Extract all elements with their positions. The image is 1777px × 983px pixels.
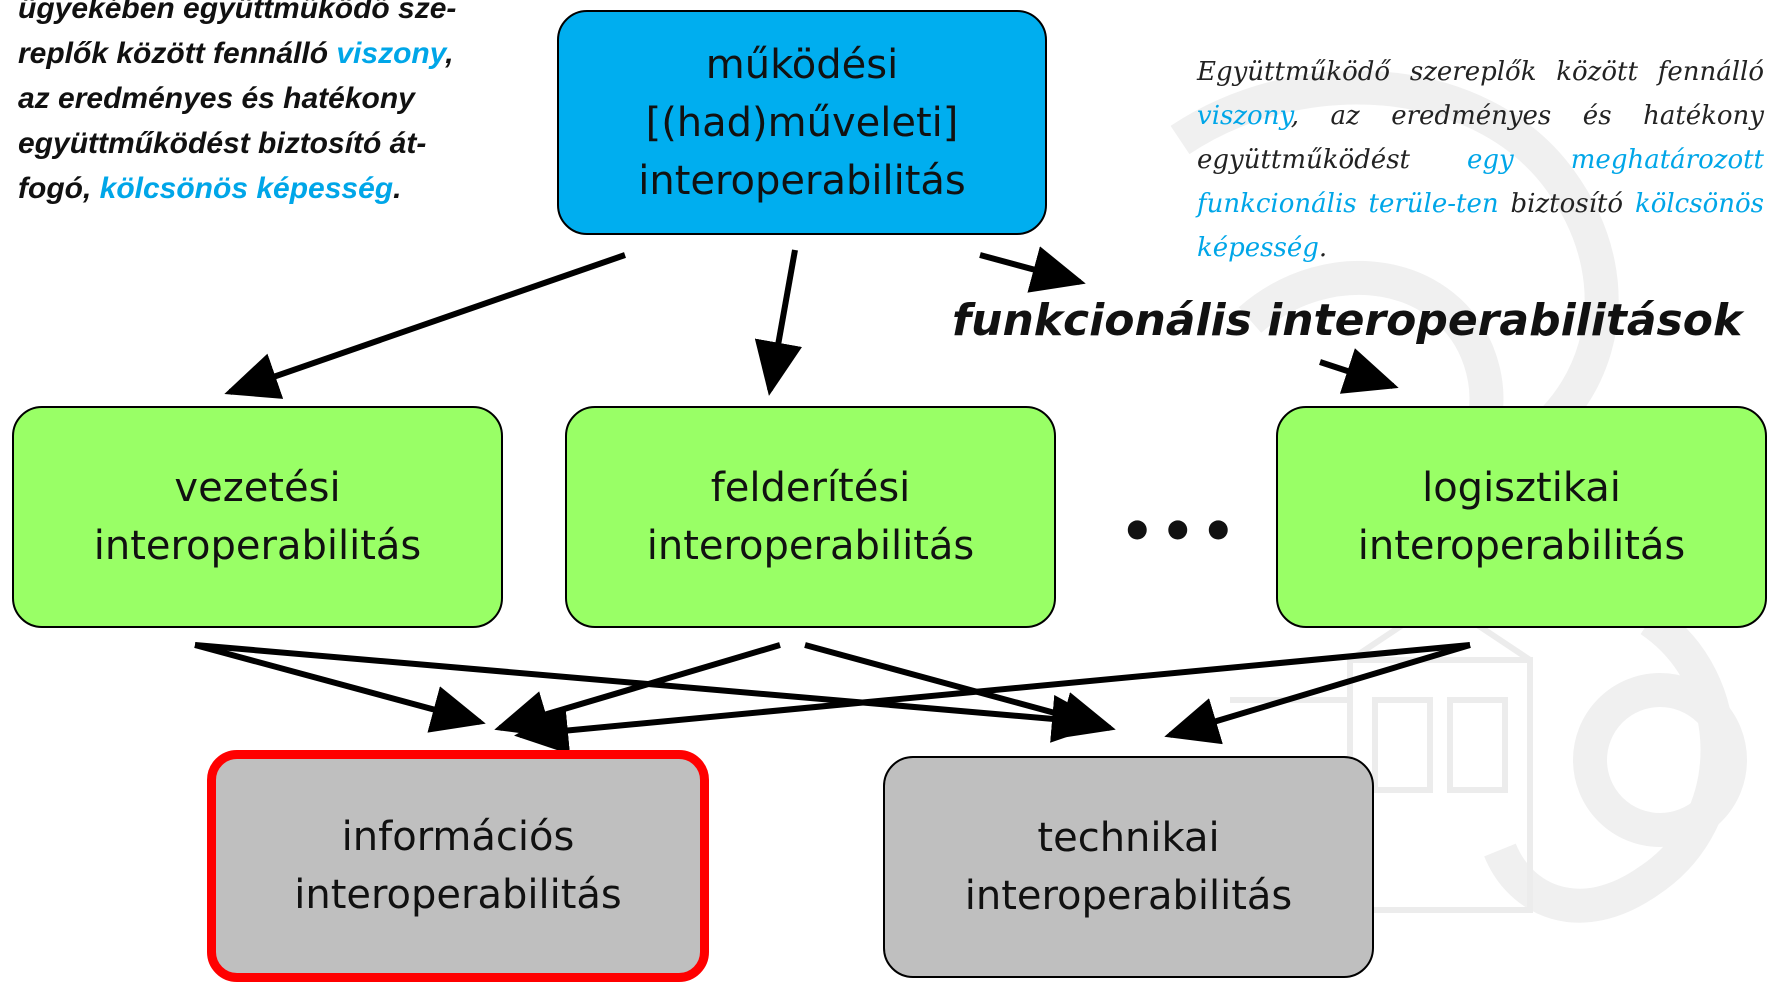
arrow-top-to-logisztikai-b bbox=[1319, 348, 1399, 394]
left-note-text: . bbox=[393, 172, 402, 205]
highlight-term: viszony bbox=[336, 37, 446, 70]
left-note-text: replők között fennálló bbox=[18, 37, 337, 70]
left-note-line: replők között fennálló viszony, bbox=[18, 31, 526, 76]
arrow-top-to-logisztikai-a bbox=[979, 246, 1086, 293]
left-note-text: fogó, bbox=[18, 172, 100, 205]
node-label: vezetési bbox=[174, 465, 341, 511]
left-definition-text: ügyekében együttműködő sze- replők közöt… bbox=[18, 0, 526, 211]
node-label: interoperabilitás bbox=[1357, 523, 1686, 569]
node-label: működési bbox=[705, 41, 899, 88]
left-note-line: együttműködést biztosító át- bbox=[18, 127, 427, 160]
arrow-top-to-felderitesi bbox=[754, 249, 803, 396]
left-note-line: az eredményes és hatékony bbox=[18, 82, 415, 115]
node-reconnaissance-interoperability: felderítési interoperabilitás bbox=[565, 406, 1056, 628]
node-logistics-interoperability: logisztikai interoperabilitás bbox=[1276, 406, 1767, 628]
arrow-logisztikai-to-technikai bbox=[1164, 642, 1471, 745]
node-label: interoperabilitás bbox=[93, 523, 422, 569]
right-note-text: Együttműködő szereplők között fennálló bbox=[1197, 57, 1764, 87]
left-note-line: fogó, kölcsönös képesség. bbox=[18, 166, 526, 211]
right-definition-text: Együttműködő szereplők között fennálló v… bbox=[1197, 50, 1764, 270]
node-label: logisztikai bbox=[1422, 465, 1621, 511]
node-information-interoperability: információs interoperabilitás bbox=[207, 750, 709, 982]
highlight-term: viszony bbox=[1197, 101, 1291, 131]
highlight-term: kölcsönös képesség bbox=[99, 172, 394, 205]
right-note-text: . bbox=[1318, 233, 1328, 263]
left-note-line: ügyekében együttműködő sze- bbox=[18, 0, 457, 25]
arrow-felderitesi-to-technikai bbox=[804, 642, 1116, 739]
right-note-text: biztosító bbox=[1498, 189, 1635, 219]
right-note-text: , az eredményes és hatékony együttműködé… bbox=[1197, 101, 1764, 175]
node-label: interoperabilitás bbox=[964, 873, 1293, 919]
more-ellipsis: ••• bbox=[1120, 500, 1242, 563]
node-label: [(had)műveleti] bbox=[645, 99, 959, 146]
node-operational-interoperability: működési [(had)műveleti] interoperabilit… bbox=[557, 10, 1047, 235]
highlight-term: kölcsönös képesség bbox=[1197, 189, 1764, 263]
node-label: információs bbox=[341, 814, 575, 860]
node-label: felderítési bbox=[710, 465, 911, 511]
node-label: interoperabilitás bbox=[294, 872, 622, 918]
node-label: technikai bbox=[1037, 815, 1220, 861]
node-label: interoperabilitás bbox=[638, 157, 966, 204]
left-note-text: , bbox=[445, 37, 454, 70]
arrow-vezetesi-to-informacios bbox=[194, 642, 486, 733]
node-technical-interoperability: technikai interoperabilitás bbox=[883, 756, 1374, 978]
highlight-term: egy meghatározott funkcionális terüle-te… bbox=[1197, 145, 1764, 219]
functional-interoperabilities-label: funkcionális interoperabilitások bbox=[952, 295, 1743, 346]
node-label: interoperabilitás bbox=[646, 523, 975, 569]
arrow-logisztikai-to-informacios bbox=[514, 642, 1471, 755]
arrow-top-to-vezetesi bbox=[224, 252, 626, 399]
node-command-interoperability: vezetési interoperabilitás bbox=[12, 406, 503, 628]
